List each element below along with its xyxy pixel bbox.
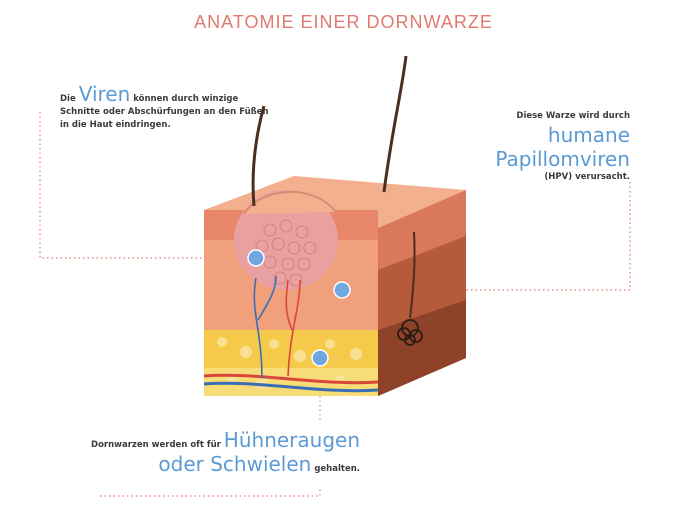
leader-line-corns: [100, 488, 320, 496]
hair-right: [384, 56, 406, 192]
virus-icon: [334, 282, 350, 298]
virus-icon: [312, 350, 328, 366]
virus-icon: [248, 250, 264, 266]
